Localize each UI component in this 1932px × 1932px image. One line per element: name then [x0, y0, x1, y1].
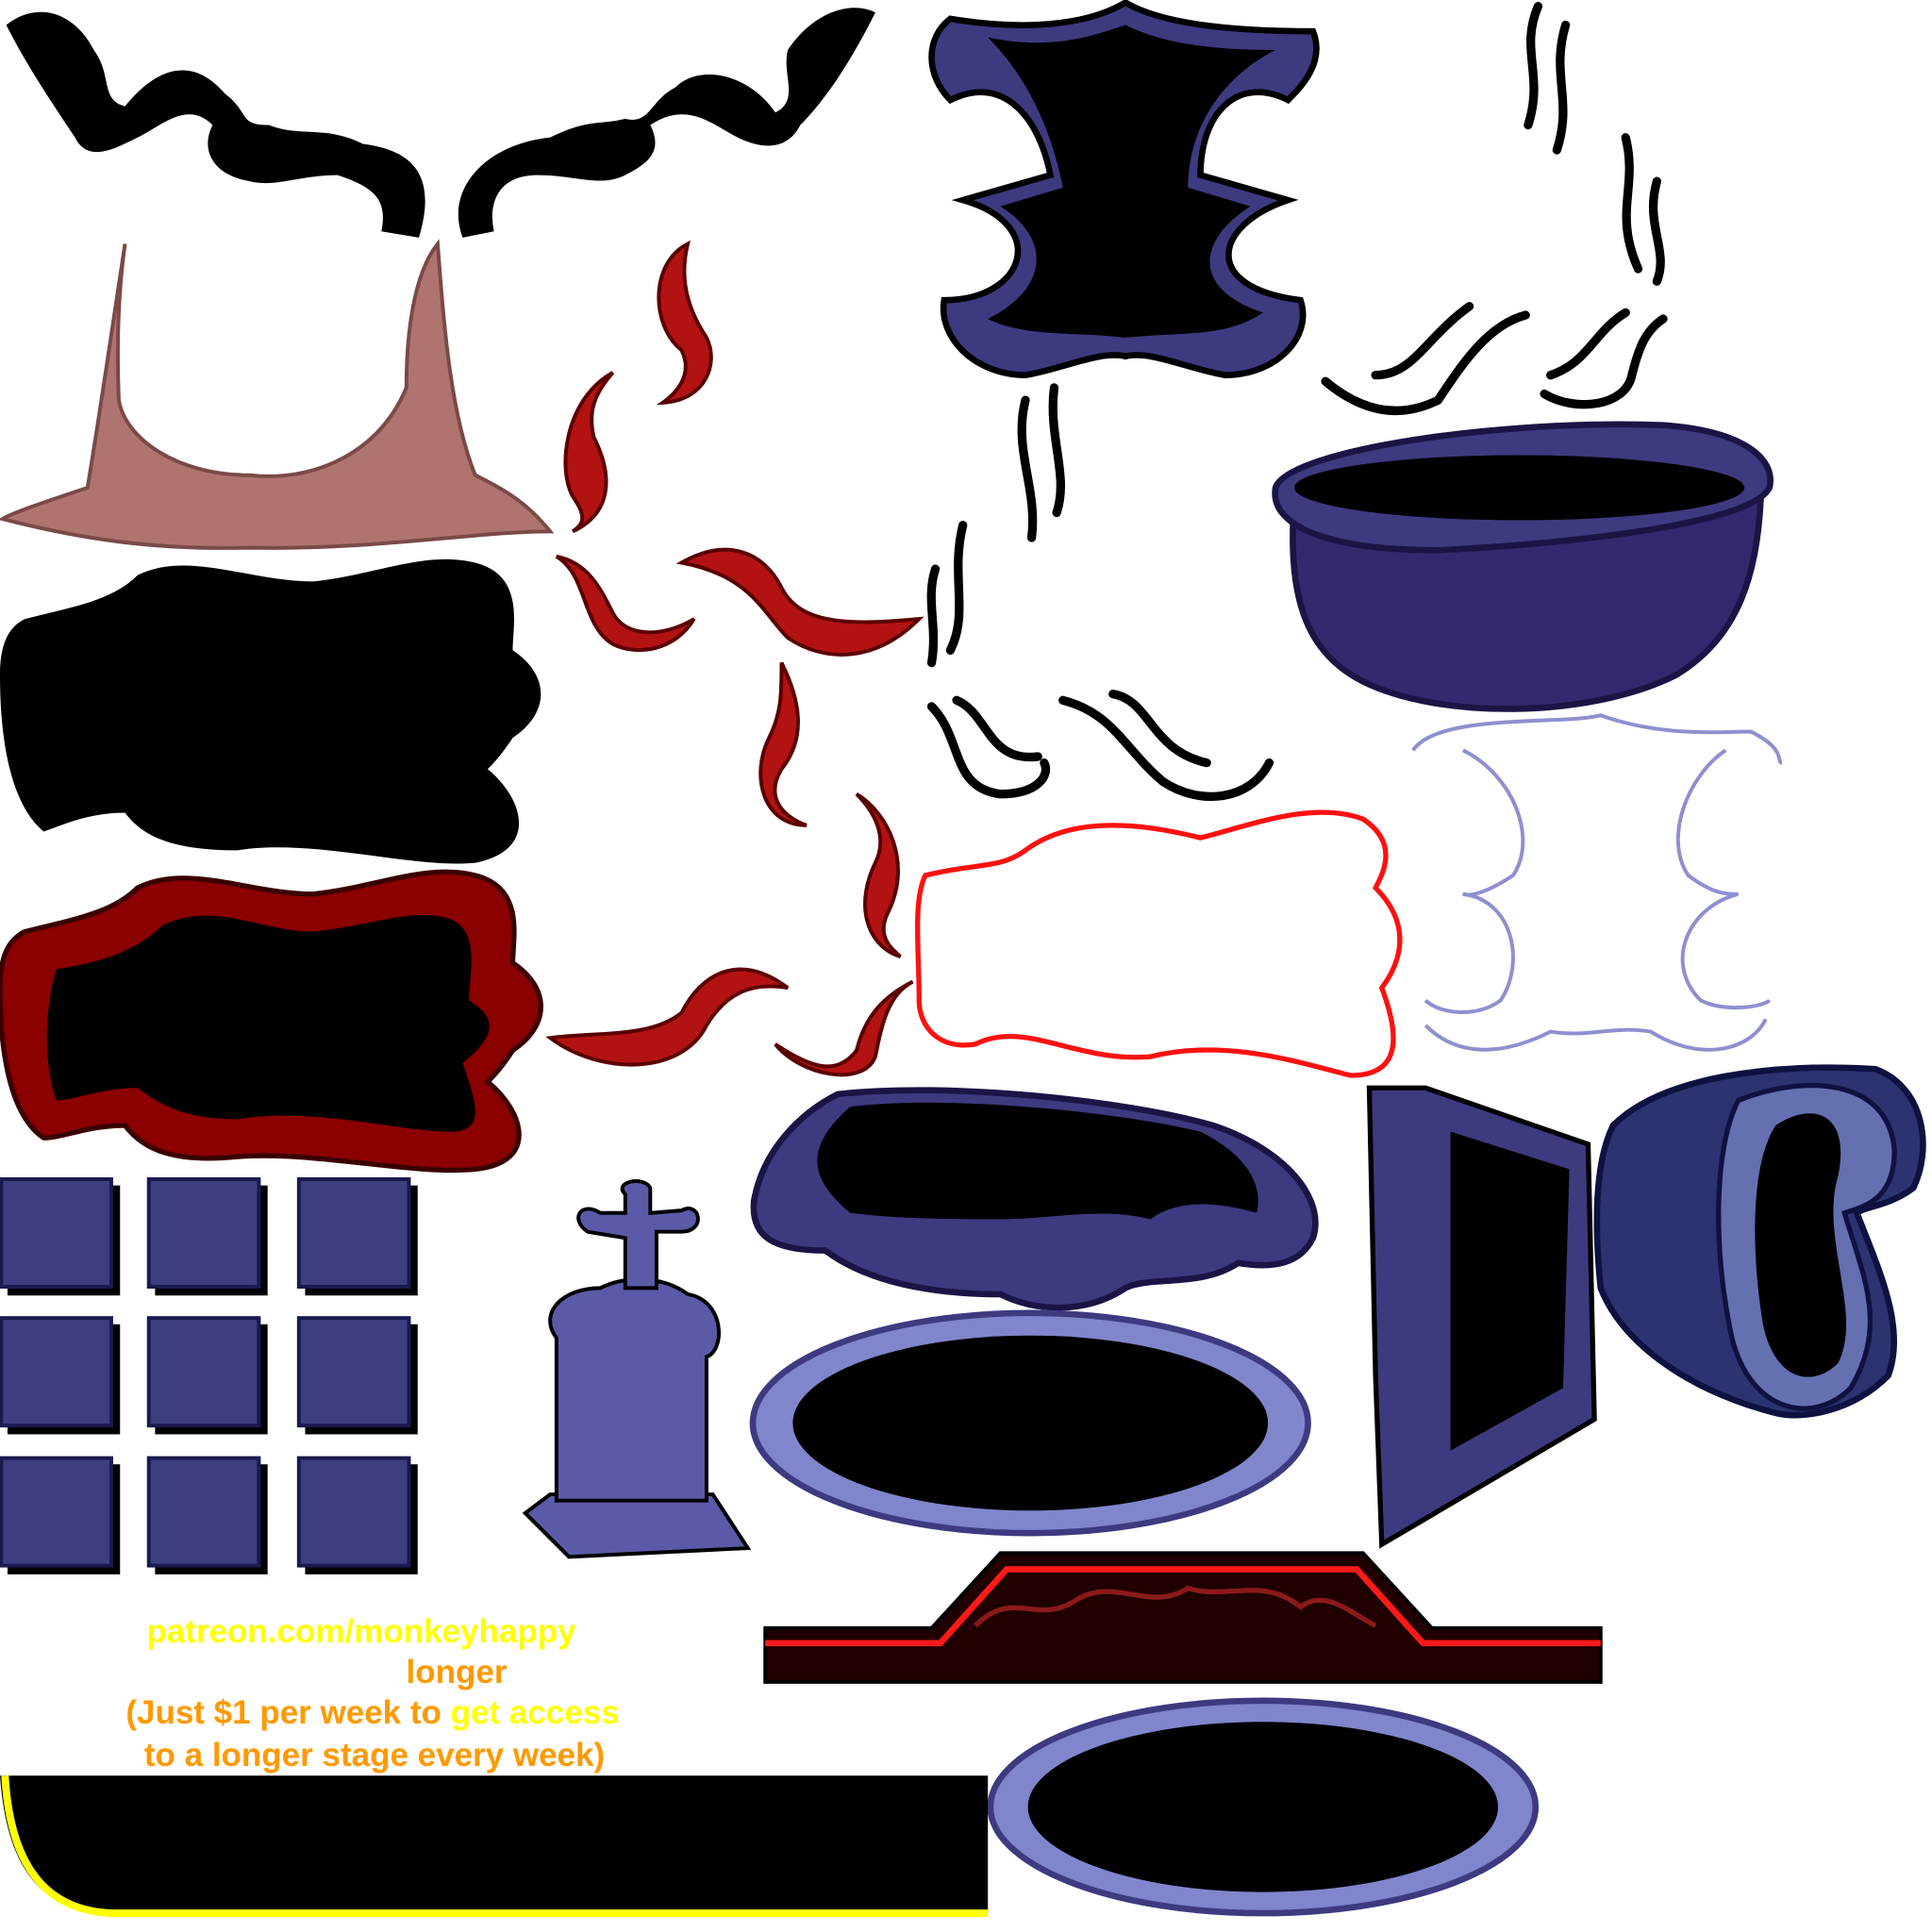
promo-url: patreon.com/monkeyhappy [146, 1613, 576, 1650]
lavender-cloud-outline [1411, 713, 1783, 1052]
yellow-edge [1, 1775, 989, 1918]
promo-line-3: (Just $1 per week to get access [125, 1696, 619, 1729]
banner-red-line [765, 1566, 1601, 1647]
cauldron-opening [1293, 455, 1745, 521]
promo-line-3-b: get access [450, 1694, 620, 1731]
steam-squiggles [926, 1, 1668, 801]
promo-line-4: to a longer stage every week) [143, 1737, 606, 1774]
blue-tile-grid [0, 1177, 418, 1574]
pipe-hole [1755, 1113, 1847, 1377]
red-flame-wisps [545, 240, 924, 1077]
window-pane [1450, 1131, 1570, 1451]
oval-frame-small-inner [1027, 1722, 1499, 1892]
cloud-platform-top [817, 1102, 1258, 1220]
promo-longer: longer [406, 1654, 508, 1690]
black-vine-ornament [6, 8, 875, 238]
promo-line-3-a: (Just $1 per week to [125, 1694, 451, 1731]
black-blob-panel [0, 558, 541, 864]
red-trim-banner [763, 1551, 1603, 1684]
red-framed-blob-inner [46, 914, 490, 1132]
banner-ornament [974, 1585, 1377, 1628]
black-bar-yellow-edge [0, 1775, 989, 1914]
red-outline-cloud [914, 809, 1403, 1078]
pink-cloth-sprite [0, 239, 555, 550]
frame-inner-black [988, 25, 1276, 338]
oval-frame-large-inner [792, 1335, 1269, 1511]
tombstone-sprite [522, 1179, 752, 1559]
